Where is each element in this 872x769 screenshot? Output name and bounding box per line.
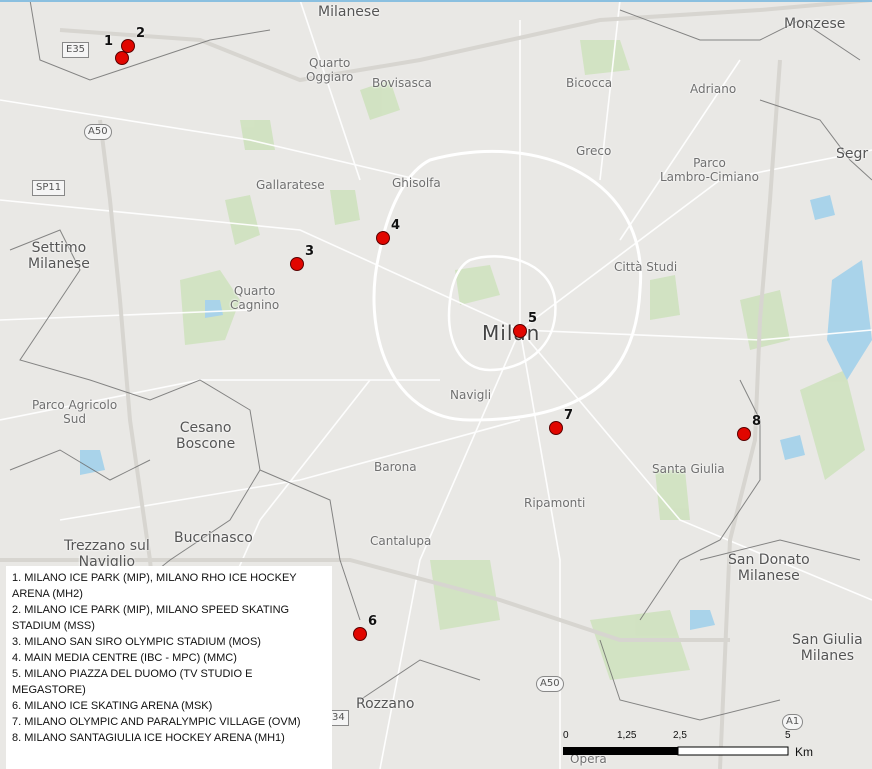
venue-marker-number: 4	[391, 218, 401, 233]
place-label-adriano: Adriano	[690, 82, 737, 96]
venue-marker-number: 7	[564, 408, 574, 423]
venue-marker-3[interactable]	[290, 257, 304, 271]
venue-legend: 1. MILANO ICE PARK (MIP), MILANO RHO ICE…	[6, 566, 332, 769]
legend-item: 2. MILANO ICE PARK (MIP), MILANO SPEED S…	[12, 604, 290, 632]
road-shield-a50-top: A50	[84, 124, 112, 140]
road-shield-e35: E35	[62, 42, 90, 58]
place-label-bovisasca: Bovisasca	[372, 76, 432, 90]
road-shield-a1: A1	[782, 714, 804, 730]
place-label-cesano-boscone: Cesano Boscone	[176, 420, 236, 452]
legend-item: 7. MILANO OLYMPIC AND PARALYMPIC VILLAGE…	[12, 716, 301, 728]
venue-marker-4[interactable]	[376, 231, 390, 245]
legend-item: 5. MILANO PIAZZA DEL DUOMO (TV STUDIO E …	[12, 668, 253, 696]
legend-item: 6. MILANO ICE SKATING ARENA (MSK)	[12, 700, 213, 712]
venue-marker-7[interactable]	[549, 421, 563, 435]
place-label-opera: Opera	[570, 752, 607, 766]
venue-marker-8[interactable]	[737, 427, 751, 441]
place-label-ghisolfa: Ghisolfa	[392, 176, 441, 190]
place-label-citta-studi: Città Studi	[614, 260, 678, 274]
venue-marker-number: 6	[368, 614, 378, 629]
scale-label: 2,5	[673, 730, 687, 741]
place-label-greco: Greco	[576, 144, 612, 158]
venue-marker-number: 1	[104, 34, 114, 49]
place-label-navigli: Navigli	[450, 388, 492, 402]
legend-item: 8. MILANO SANTAGIULIA ICE HOCKEY ARENA (…	[12, 732, 285, 744]
scale-bar: 0 1,25 2,5 5 Km	[563, 730, 813, 768]
place-label-santa-giulia: Santa Giulia	[652, 462, 725, 476]
venue-marker-5[interactable]	[513, 324, 527, 338]
venue-marker-number: 3	[305, 244, 315, 259]
road-shield-a50-bottom: A50	[536, 676, 564, 692]
place-label-san-giuliano: San Giulia Milanes	[792, 632, 863, 664]
place-label-ripamonti: Ripamonti	[524, 496, 586, 510]
map-top-edge	[0, 0, 872, 2]
scale-label: 1,25	[617, 730, 637, 741]
place-label-quarto-cagnino: Quarto Cagnino	[230, 284, 280, 312]
scale-unit: Km	[795, 745, 813, 759]
legend-item: 4. MAIN MEDIA CENTRE (IBC - MPC) (MMC)	[12, 652, 237, 664]
scale-label: 0	[563, 730, 569, 741]
venue-marker-number: 2	[136, 26, 146, 41]
place-label-segr: Segr	[836, 146, 869, 162]
venue-marker-2[interactable]	[121, 39, 135, 53]
place-label-buccinasco: Buccinasco	[174, 530, 253, 546]
place-label-parco-lambro: Parco Lambro-Cimiano	[660, 156, 759, 184]
place-label-settimo-milanese: Settimo Milanese	[28, 240, 90, 272]
place-label-bicocca: Bicocca	[566, 76, 613, 90]
road-shield-sp11: SP11	[32, 180, 66, 196]
legend-item: 3. MILANO SAN SIRO OLYMPIC STADIUM (MOS)	[12, 636, 261, 648]
venue-marker-number: 5	[528, 311, 538, 326]
scale-bar-graphic	[563, 746, 789, 756]
place-label-gallaratese: Gallaratese	[256, 178, 325, 192]
place-label-parco-agricolo: Parco Agricolo Sud	[32, 398, 118, 426]
place-label-milanese-top: Milanese	[318, 4, 380, 20]
venue-marker-number: 8	[752, 414, 762, 429]
place-label-monzese: Monzese	[784, 16, 846, 32]
venue-marker-1[interactable]	[115, 51, 129, 65]
scale-label: 5	[785, 730, 791, 741]
place-label-cantalupa: Cantalupa	[370, 534, 432, 548]
place-label-barona: Barona	[374, 460, 417, 474]
place-label-quarto-oggiaro: Quarto Oggiaro	[306, 56, 354, 84]
venue-marker-6[interactable]	[353, 627, 367, 641]
legend-item: 1. MILANO ICE PARK (MIP), MILANO RHO ICE…	[12, 572, 297, 600]
place-label-san-donato: San Donato Milanese	[728, 552, 810, 584]
place-label-rozzano: Rozzano	[356, 696, 415, 712]
